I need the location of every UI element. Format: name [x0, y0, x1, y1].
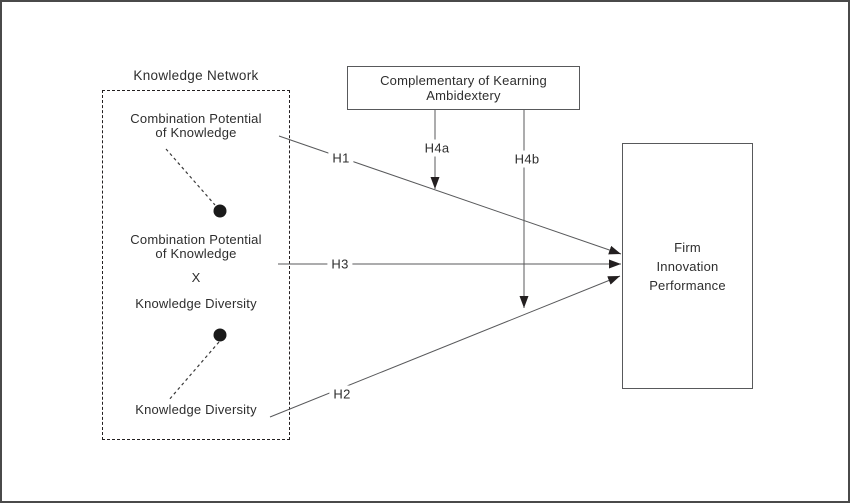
knowledge-network-title: Knowledge Network: [133, 68, 259, 83]
moderator-box: Complementary of Kearning Ambidextery: [347, 66, 580, 110]
node-knowledge-diversity: Knowledge Diversity: [102, 403, 290, 417]
hypothesis-label-h3: H3: [327, 255, 353, 273]
h2-arrow-line: [269, 275, 621, 418]
node-combination-potential: Combination Potential of Knowledge: [102, 112, 290, 140]
hypothesis-label-h2: H2: [329, 385, 355, 403]
outcome-label-line: Performance: [649, 277, 726, 293]
knowledge-network-group-box: [102, 90, 290, 440]
hypothesis-label-h4a: H4a: [420, 139, 454, 157]
moderator-label-line: Ambidextery: [426, 88, 501, 103]
node-label-line: Combination Potential: [130, 232, 262, 247]
outcome-label-line: Firm: [674, 239, 701, 255]
node-label-line: Knowledge Diversity: [135, 296, 257, 311]
node-label-line: of Knowledge: [155, 246, 237, 261]
node-label-line: of Knowledge: [155, 125, 237, 140]
outcome-box: Firm Innovation Performance: [622, 143, 753, 389]
node-interaction-term: Combination Potential of Knowledge X Kno…: [102, 233, 290, 311]
node-label-line: Knowledge Diversity: [135, 402, 257, 417]
outcome-label-line: Innovation: [656, 258, 719, 274]
moderator-label-line: Complementary of Kearning: [380, 73, 547, 88]
hypothesis-label-h4b: H4b: [510, 150, 544, 168]
hypothesis-label-h1: H1: [328, 149, 354, 167]
interaction-x-symbol: X: [191, 270, 201, 285]
node-label-line: Combination Potential: [130, 111, 262, 126]
